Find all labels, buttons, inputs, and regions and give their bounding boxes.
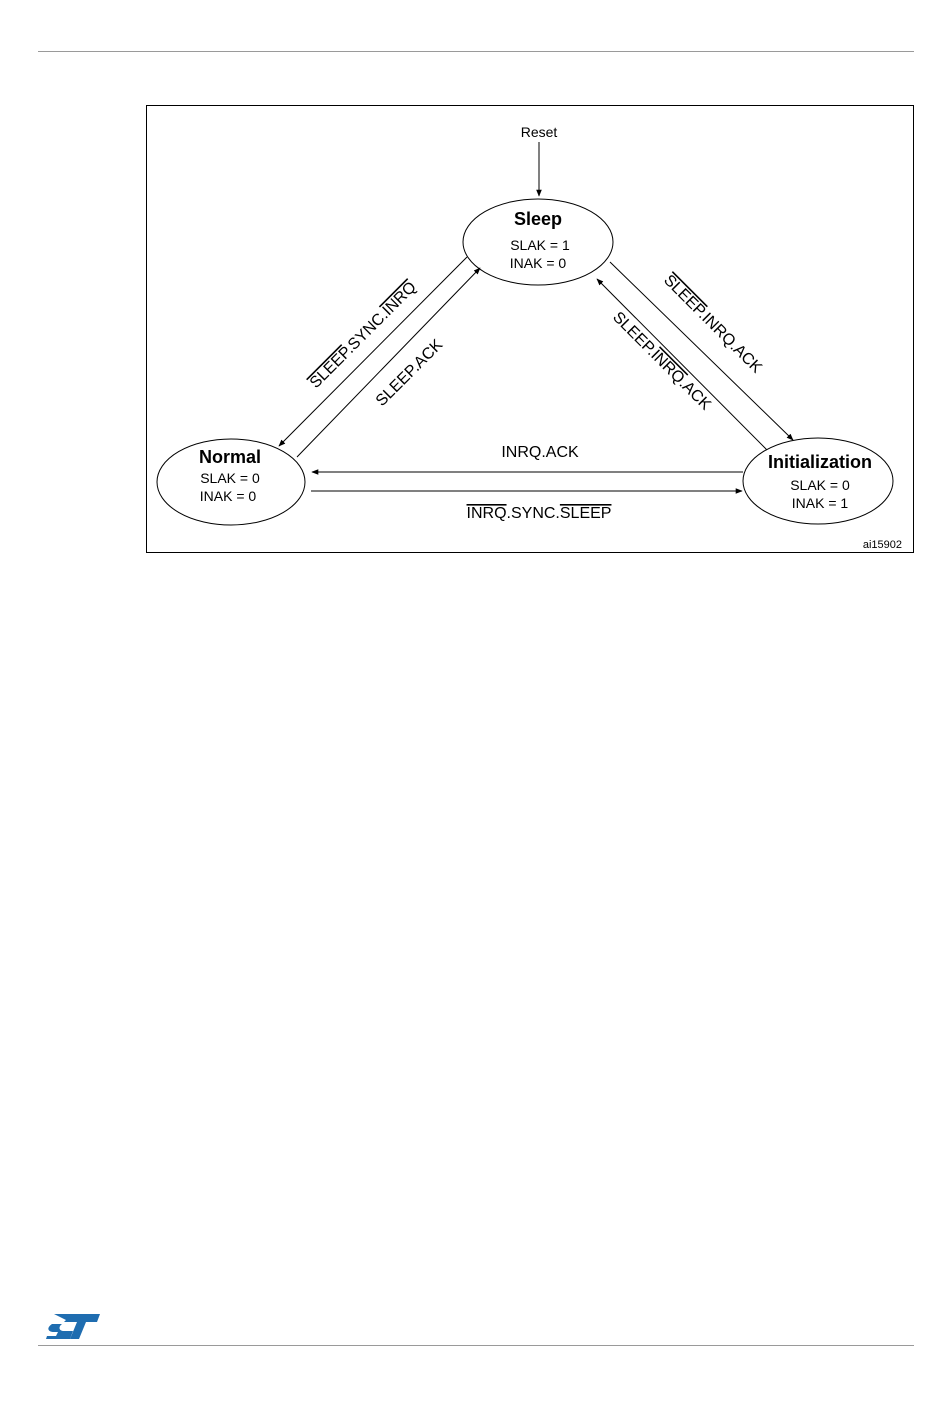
label-sleep-to-init: SLEEP.INRQ.ACK xyxy=(660,272,765,377)
figure-id-label: ai15902 xyxy=(863,539,902,551)
state-initialization: Initialization SLAK = 0 INAK = 1 xyxy=(743,438,893,524)
state-sleep-title: Sleep xyxy=(514,209,562,229)
state-init-inak: INAK = 1 xyxy=(792,495,849,511)
state-normal-title: Normal xyxy=(199,447,261,467)
state-normal-inak: INAK = 0 xyxy=(200,488,257,504)
state-normal: Normal SLAK = 0 INAK = 0 xyxy=(157,439,305,525)
arrow-sleep-to-init xyxy=(610,262,793,440)
state-init-slak: SLAK = 0 xyxy=(790,477,850,493)
reset-label: Reset xyxy=(521,124,558,140)
state-sleep: Sleep SLAK = 1 INAK = 0 xyxy=(463,199,613,285)
label-init-to-sleep: SLEEP.INRQ.ACK xyxy=(609,309,714,414)
label-normal-to-init: INRQ.SYNC.SLEEP xyxy=(467,505,612,522)
label-init-to-normal: INRQ.ACK xyxy=(501,444,579,461)
state-sleep-inak: INAK = 0 xyxy=(510,255,567,271)
label-normal-to-sleep: SLEEP.ACK xyxy=(373,336,447,410)
state-sleep-slak: SLAK = 1 xyxy=(510,237,570,253)
st-logo-icon xyxy=(44,1312,102,1340)
state-normal-slak: SLAK = 0 xyxy=(200,470,260,486)
state-init-title: Initialization xyxy=(768,452,872,472)
